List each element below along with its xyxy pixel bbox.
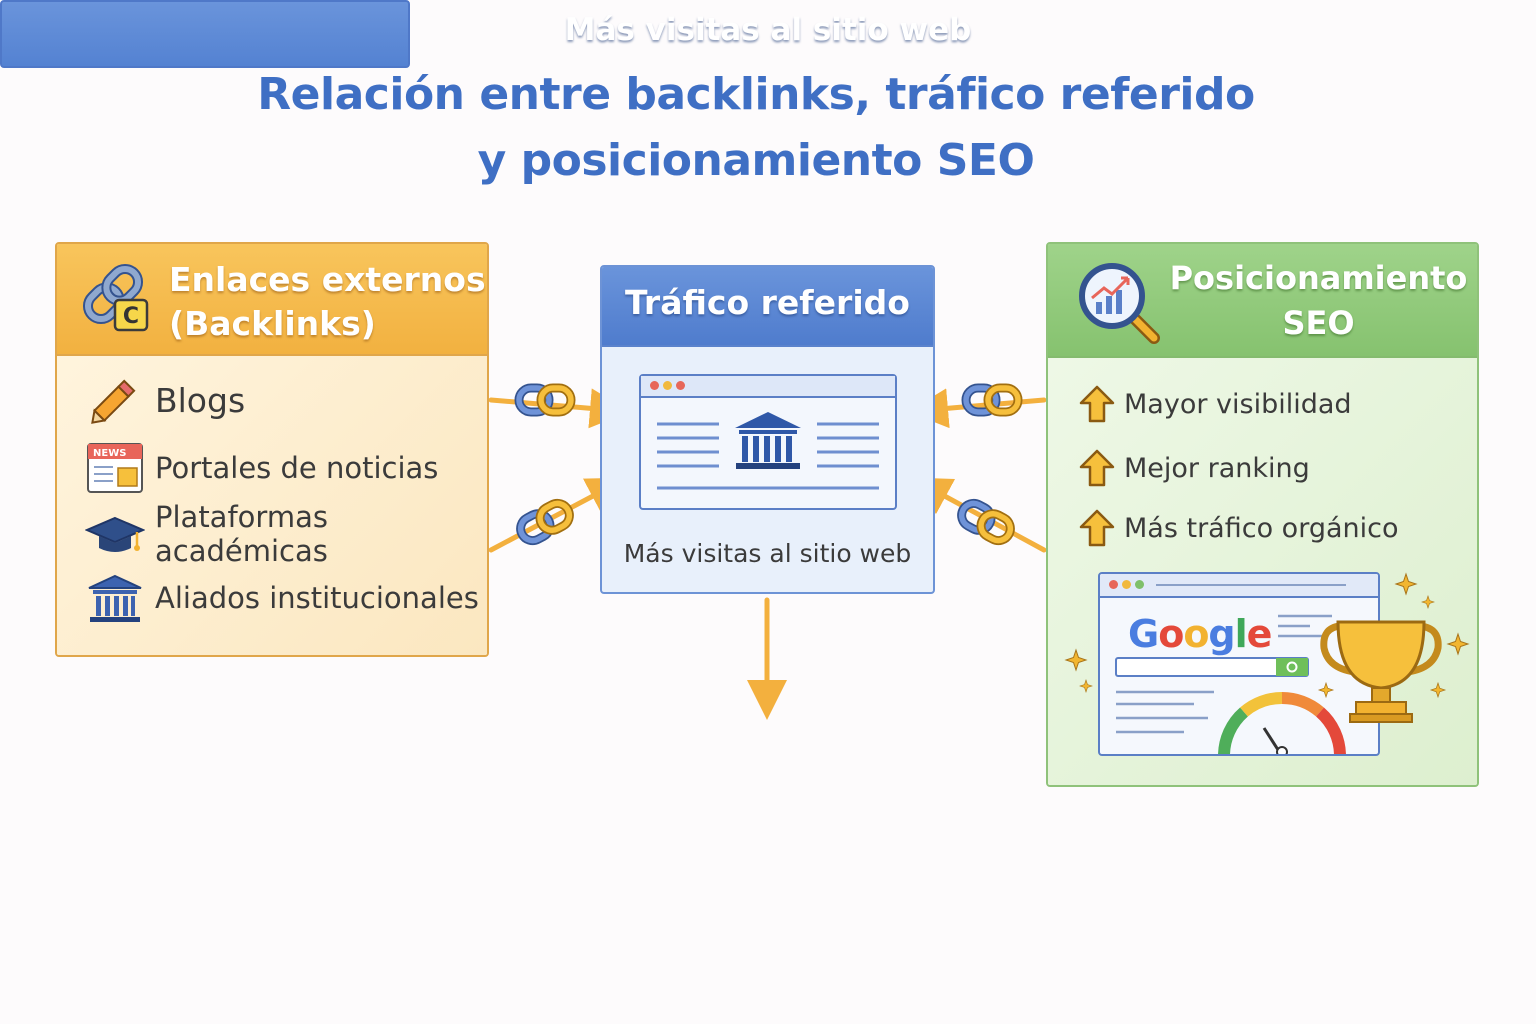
sparkle-icon	[1079, 679, 1093, 693]
referral-traffic-header: Tráfico referido	[602, 267, 933, 347]
sparkle-icon	[1318, 682, 1334, 698]
item-label: Mejor ranking	[1124, 452, 1310, 484]
up-arrow-icon	[1079, 509, 1115, 547]
sparkle-icon	[1395, 573, 1417, 595]
referral-traffic-title: Tráfico referido	[625, 283, 910, 322]
item-label: Más tráfico orgánico	[1124, 512, 1399, 544]
up-arrow-icon	[1079, 385, 1115, 423]
sparkle-icon	[1421, 595, 1435, 609]
referral-traffic-panel: Tráfico referido	[600, 265, 935, 594]
search-icon	[1286, 661, 1298, 673]
list-item: NEWS Portales de noticias	[85, 438, 438, 498]
chain-link-icon: C	[82, 263, 149, 332]
sparkle-icon	[1447, 633, 1469, 655]
chain-link-icon	[516, 499, 573, 545]
item-label: Plataformas académicas	[155, 500, 328, 568]
list-item: Más tráfico orgánico	[1078, 506, 1398, 550]
list-item: Blogs	[85, 370, 245, 430]
referral-traffic-caption: Más visitas al sitio web	[623, 539, 912, 568]
sparkle-icon	[1065, 649, 1087, 671]
seo-title-line1: Posicionamiento	[1169, 259, 1468, 297]
more-visits-label: Más visitas al sitio web	[564, 12, 972, 48]
newspaper-icon: NEWS	[87, 443, 143, 493]
list-item: Aliados institucionales	[85, 568, 479, 628]
svg-text:C: C	[123, 304, 139, 329]
backlinks-panel-header: C Enlaces externos (Backlinks)	[57, 244, 487, 356]
chain-link-icon	[957, 499, 1014, 545]
item-label: Aliados institucionales	[155, 581, 479, 615]
list-item: Plataformas académicas	[85, 500, 487, 568]
magnifier-chart-icon	[1079, 263, 1160, 344]
chain-link-icon	[519, 388, 571, 412]
pencil-icon	[91, 379, 136, 424]
graduation-cap-icon	[85, 516, 145, 552]
seo-ranking-panel: Posicionamiento SEO Mayor visibilidad Me…	[1046, 242, 1479, 787]
backlinks-title-line1: Enlaces externos	[169, 260, 486, 299]
seo-ranking-header: Posicionamiento SEO	[1048, 244, 1477, 358]
trophy-illustration	[1065, 573, 1469, 723]
backlinks-list: Blogs NEWS Portales de noticias	[57, 356, 487, 655]
item-label: Blogs	[155, 380, 246, 420]
backlinks-title-line2: (Backlinks)	[169, 304, 376, 343]
page-title-line2: y posicionamiento SEO	[477, 135, 1035, 186]
website-browser-icon	[639, 374, 897, 510]
more-visits-box: Más visitas al sitio web	[0, 0, 971, 68]
up-arrow-icon	[1079, 449, 1115, 487]
svg-text:NEWS: NEWS	[93, 448, 126, 459]
institution-building-icon	[735, 412, 801, 469]
item-label: Mayor visibilidad	[1124, 388, 1352, 420]
speedometer-gauge-icon	[1218, 691, 1346, 754]
seo-title-line2: SEO	[1282, 304, 1355, 342]
backlinks-panel: C Enlaces externos (Backlinks) Blogs	[55, 242, 489, 657]
chain-link-icon	[966, 388, 1018, 412]
institution-building-icon	[88, 574, 142, 622]
list-item: Mayor visibilidad	[1078, 382, 1352, 426]
item-label: Portales de noticias	[155, 451, 439, 485]
sparkle-icon	[1430, 682, 1446, 698]
page-title-line1: Relación entre backlinks, tráfico referi…	[257, 69, 1255, 120]
google-logo: Google	[1128, 612, 1272, 656]
list-item: Mejor ranking	[1078, 446, 1310, 490]
trophy-icon	[1320, 620, 1442, 723]
